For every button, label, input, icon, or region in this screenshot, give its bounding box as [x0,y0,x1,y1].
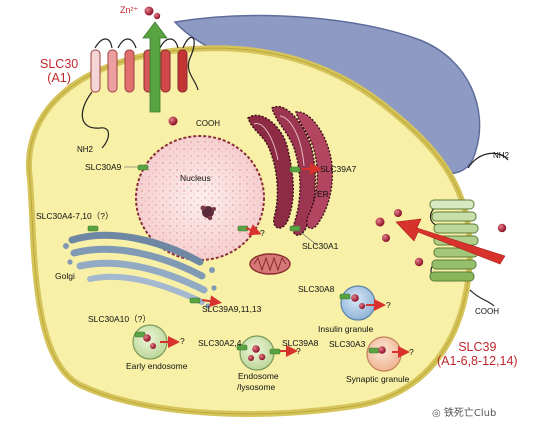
slc30a8-label: SLC30A8 [298,284,335,294]
slc30-family: SLC30 [40,57,79,71]
efflux-arrow [142,21,168,113]
slc39-title: SLC39 (A1-6,8-12,14) [437,340,518,369]
unknown-insulin: ? [386,300,391,310]
slc30a1-label: SLC30A1 [302,241,339,251]
synaptic-granule-label: Synaptic granule [346,374,410,384]
golgi-apparatus [63,231,217,309]
unknown-early-endosome: ? [180,336,185,346]
wechat-icon: ◎ [432,408,441,419]
slc39-transporter [395,152,509,307]
insulin-granule [340,285,376,321]
early-endosome-label: Early endosome [126,361,188,371]
slc30a3-label: SLC30A3 [329,339,366,349]
slc39-members: (A1-6,8-12,14) [437,354,518,369]
watermark: ◎ 铁死亡Club [432,404,496,419]
organelle-transporters [87,164,380,355]
nucleus [135,135,265,261]
slc30a2-label: SLC30A2,4 [198,338,242,348]
slc30a9-label: SLC30A9 [85,162,122,172]
leader-lines [124,166,319,247]
endosome-lysosome [239,335,275,371]
slc30-members: (A1) [47,71,71,86]
nucleus-label: Nucleus [180,173,211,183]
slc30-title: SLC30 (A1) [40,57,78,86]
golgi-label: Golgi [55,271,75,281]
insulin-granule-label: Insulin granule [318,324,374,334]
unknown-synaptic: ? [409,347,414,357]
mitochondrion [249,253,291,275]
slc39-family: SLC39 [458,340,497,354]
nh2-right-label: NH2 [493,151,510,160]
lysosome-label: /lysosome [237,382,276,392]
slc30-transporter [81,21,199,149]
slc30a10-label: SLC30A10（?） [88,314,151,324]
cooh-top-label: COOH [196,119,220,128]
synaptic-granule [366,336,402,372]
endoplasmic-reticulum [247,105,334,236]
influx-arrow [395,218,506,265]
unknown-endosome: ? [296,346,301,356]
watermark-text: 铁死亡Club [443,408,497,419]
nucleolus [200,205,216,221]
slc39a9-label: SLC39A9,11,13 [202,304,262,314]
slc30a4-label: SLC30A4-7,10（?） [36,211,114,221]
endosome-label: Endosome [238,371,279,381]
nh2-left-label: NH2 [77,145,94,154]
cooh-right-label: COOH [475,307,499,316]
slc39a8-label: SLC39A8 [282,338,319,348]
zinc-flux-arrows [160,163,410,358]
er-label: ER [317,189,329,199]
unknown-nucleus: ? [260,228,265,238]
zinc-ion-label: Zn²⁺ [120,5,139,15]
zinc-ions [143,6,507,361]
slc39a7-label: SLC39A7 [320,164,357,174]
